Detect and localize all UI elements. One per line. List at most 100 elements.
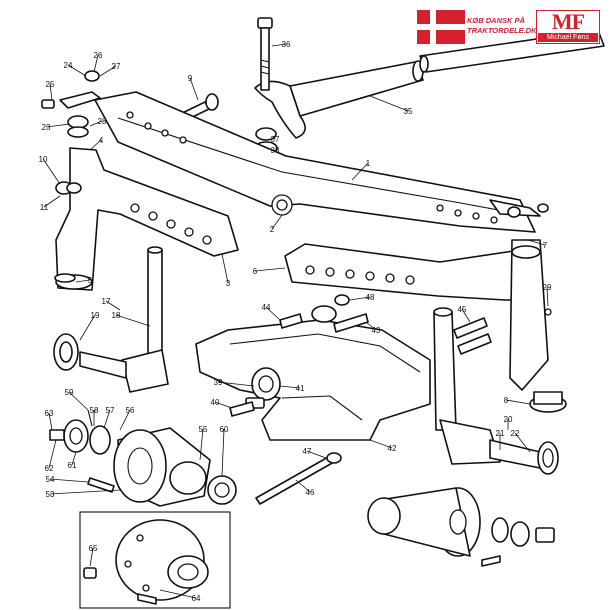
callout-7: 7	[543, 241, 548, 250]
callout-23: 23	[42, 123, 51, 132]
callout-38: 38	[271, 146, 280, 155]
leader-line-48	[349, 296, 371, 301]
leader-line-28	[89, 120, 103, 127]
callout-11: 11	[40, 203, 49, 212]
callout-2: 2	[270, 225, 275, 234]
arm-parts-23-28	[41, 70, 101, 138]
callout-36: 36	[282, 40, 291, 49]
front-axle-beam-1	[94, 91, 536, 233]
callout-17: 17	[102, 297, 111, 306]
leader-line-36	[271, 43, 287, 47]
leader-line-57	[103, 409, 111, 429]
callout-26: 26	[94, 51, 103, 60]
wheel-hub-53	[113, 427, 237, 507]
callout-59: 59	[65, 388, 74, 397]
leader-line-5	[75, 279, 91, 283]
callout-35: 35	[404, 107, 413, 116]
leader-line-56	[119, 409, 131, 431]
bolt-46-47	[255, 452, 342, 505]
leader-line-54	[49, 478, 89, 483]
callout-1: 1	[366, 159, 371, 168]
callout-24: 24	[64, 61, 73, 70]
leader-line-11	[43, 195, 61, 208]
bolt-36	[257, 17, 273, 91]
callout-20: 20	[504, 415, 513, 424]
washers-10-11	[55, 181, 82, 195]
logo-name: Michael Føns	[538, 33, 598, 42]
leader-line-61	[71, 451, 77, 466]
leader-line-25	[49, 83, 53, 101]
leader-line-1	[351, 162, 369, 181]
right-arm-7	[489, 199, 552, 316]
danish-flag-icon	[417, 10, 465, 44]
callout-58: 58	[90, 406, 99, 415]
leader-line-38	[274, 149, 277, 153]
callout-27: 27	[112, 62, 121, 71]
callout-29: 29	[543, 283, 552, 292]
bolts-43-44-48	[279, 294, 369, 333]
leader-line-7	[527, 239, 546, 246]
callout-60: 60	[220, 425, 229, 434]
callout-9: 9	[188, 74, 193, 83]
callout-54: 54	[46, 475, 55, 484]
callout-57: 57	[106, 406, 115, 415]
callout-3: 3	[226, 279, 231, 288]
leader-line-37	[273, 135, 276, 140]
leader-line-3	[221, 253, 229, 284]
leader-line-8	[505, 399, 531, 405]
callout-4: 4	[99, 136, 104, 145]
drive-shaft-35	[254, 29, 605, 139]
callout-28: 28	[98, 117, 107, 126]
callout-64: 64	[192, 594, 201, 603]
callout-39: 39	[214, 378, 223, 387]
leader-line-2	[271, 214, 283, 230]
callout-40: 40	[211, 398, 220, 407]
bearing-parts-56-63	[49, 409, 115, 493]
callout-61: 61	[68, 461, 77, 470]
callout-18: 18	[112, 311, 121, 320]
leader-line-64	[159, 589, 197, 599]
leader-line-40	[214, 401, 233, 409]
logo-mark: MF	[551, 9, 585, 34]
callout-25: 25	[46, 80, 55, 89]
callout-5: 5	[88, 276, 93, 285]
leader-line-55	[199, 428, 204, 461]
callout-55: 55	[199, 425, 208, 434]
leader-line-17	[105, 300, 121, 311]
axle-support-bracket-42	[195, 305, 431, 441]
callout-44: 44	[262, 303, 271, 312]
callout-8: 8	[504, 396, 509, 405]
callout-62: 62	[45, 464, 54, 473]
callout-6: 6	[253, 267, 258, 276]
leader-line-29	[546, 286, 549, 307]
axle-extension-6	[284, 243, 541, 301]
callout-22: 22	[511, 429, 520, 438]
leader-line-42	[369, 439, 393, 449]
leader-line-9	[189, 77, 199, 101]
callout-53: 53	[46, 490, 55, 499]
leader-line-41	[279, 385, 301, 389]
leader-line-45	[461, 308, 471, 323]
callout-48: 48	[366, 293, 375, 302]
leader-line-47	[306, 450, 327, 459]
leader-line-23	[45, 123, 71, 128]
callout-43: 43	[372, 326, 381, 335]
callout-56: 56	[126, 406, 135, 415]
callout-65: 65	[89, 544, 98, 553]
callout-47: 47	[303, 447, 312, 456]
leader-line-27	[99, 65, 117, 77]
leader-line-44	[265, 306, 281, 321]
leader-line-18	[115, 314, 151, 327]
leader-line-19	[79, 314, 96, 341]
steering-spindle-17	[53, 246, 169, 393]
leader-line-62	[48, 439, 57, 469]
leader-line-59	[68, 391, 89, 411]
shop-slogan-line-2: TRAKTORDELE.DK	[467, 26, 537, 35]
callout-45: 45	[458, 305, 467, 314]
leader-line-43	[365, 321, 377, 331]
leader-line-24	[67, 64, 87, 77]
axle-extension-3	[54, 147, 239, 291]
callout-10: 10	[39, 155, 48, 164]
